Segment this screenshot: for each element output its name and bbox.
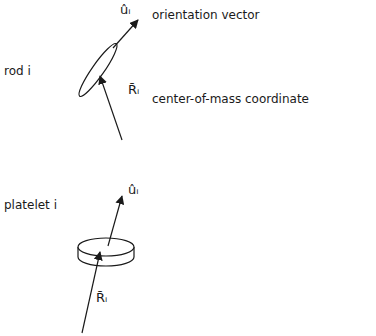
figure-label: rod i bbox=[4, 64, 31, 78]
annotation: orientation vector bbox=[152, 8, 260, 22]
platelet-top bbox=[78, 238, 134, 256]
orientation-arrow bbox=[108, 196, 122, 246]
vector-symbol: R̄ᵢ bbox=[128, 82, 139, 98]
figure-label: platelet i bbox=[4, 198, 57, 212]
vector-symbol: R̄ᵢ bbox=[96, 290, 107, 306]
rod-shape bbox=[75, 40, 122, 99]
orientation-arrow bbox=[113, 20, 138, 48]
position-arrow bbox=[100, 76, 122, 140]
vector-symbol: ûᵢ bbox=[128, 182, 139, 198]
annotation: center-of-mass coordinate bbox=[152, 92, 309, 106]
vector-symbol: ûᵢ bbox=[120, 2, 131, 18]
